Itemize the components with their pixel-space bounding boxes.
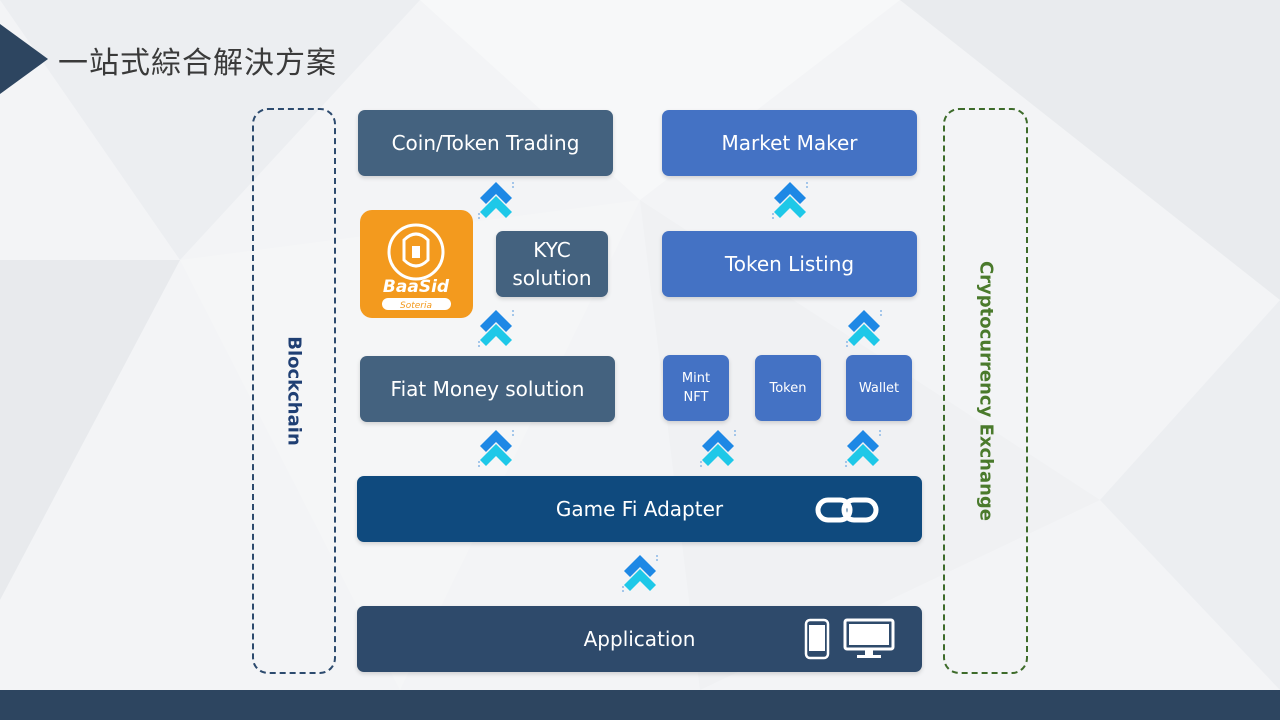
wallet-box: Wallet — [846, 355, 912, 421]
market-maker-box: Market Maker — [662, 110, 917, 176]
cryptocurrency-exchange-frame: Cryptocurrency Exchange — [943, 108, 1028, 674]
up-arrow-icon — [476, 180, 516, 222]
kyc-line-1: KYC — [533, 238, 571, 262]
blockchain-frame: Blockchain — [252, 108, 336, 674]
title-arrow-icon — [0, 24, 48, 94]
baasid-logo: BaaSid Soteria — [360, 210, 473, 318]
smartphone-icon — [804, 618, 830, 660]
chain-link-icon — [815, 497, 879, 523]
token-box: Token — [755, 355, 821, 421]
application-label: Application — [583, 627, 696, 651]
coin-token-trading-box: Coin/Token Trading — [358, 110, 613, 176]
game-fi-adapter-box: Game Fi Adapter — [357, 476, 922, 542]
up-arrow-icon — [476, 308, 516, 350]
mint-line-1: Mint — [681, 371, 711, 386]
svg-text:Soteria: Soteria — [400, 301, 432, 311]
blockchain-label: Blockchain — [283, 336, 305, 446]
mint-line-2: NFT — [683, 390, 709, 405]
up-arrow-icon — [620, 553, 660, 595]
game-fi-adapter-label: Game Fi Adapter — [555, 497, 724, 521]
page-title: 一站式綜合解決方案 — [58, 46, 337, 81]
footer-bar — [0, 690, 1280, 720]
up-arrow-icon — [698, 428, 738, 470]
token-listing-box: Token Listing — [662, 231, 917, 297]
kyc-solution-box: KYC solution — [496, 231, 608, 297]
up-arrow-icon — [843, 428, 883, 470]
mint-nft-box: Mint NFT — [663, 355, 729, 421]
desktop-monitor-icon — [843, 618, 895, 658]
exchange-label: Cryptocurrency Exchange — [975, 260, 996, 522]
kyc-line-2: solution — [512, 266, 592, 290]
up-arrow-icon — [476, 428, 516, 470]
fiat-money-solution-box: Fiat Money solution — [360, 356, 615, 422]
application-box: Application — [357, 606, 922, 672]
svg-text:BaaSid: BaaSid — [383, 277, 450, 297]
up-arrow-icon — [844, 308, 884, 350]
up-arrow-icon — [770, 180, 810, 222]
